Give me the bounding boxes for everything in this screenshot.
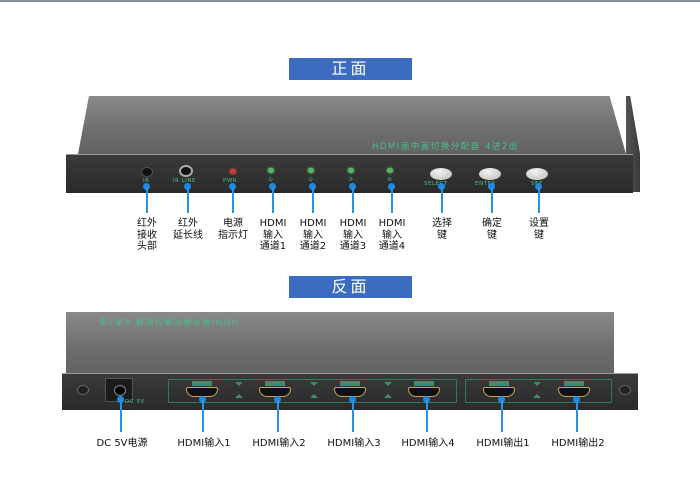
front-brand-text: HDMI画中画切换分配器 4进2出 <box>372 142 519 152</box>
front-view-title: 正面 <box>289 58 412 80</box>
ch2-face-label: ② <box>308 177 314 183</box>
callout-line <box>441 187 443 213</box>
ch4-face-label: ④ <box>387 177 393 183</box>
callout-line <box>202 400 204 432</box>
callout-line <box>272 187 274 213</box>
back-view-title: 反面 <box>289 276 412 298</box>
callout-line <box>312 187 314 213</box>
callout-line <box>120 400 122 432</box>
channel3-led-icon <box>348 168 354 173</box>
callout-dot <box>184 183 191 190</box>
pwr-face-label: PWR <box>223 178 238 184</box>
port-tag-output2 <box>564 381 584 386</box>
callout-line <box>146 187 148 213</box>
callout-dot <box>143 183 150 190</box>
callout-dot <box>229 183 236 190</box>
callout-hdmi-input-3: HDMI输入3 <box>327 438 381 449</box>
channel4-led-icon <box>387 168 393 173</box>
arrow-up-icon <box>310 394 318 398</box>
back-brand-text-mirrored: HDMI画中画切换分配器 4进2出 <box>98 317 238 326</box>
callout-hdmi-input-1: HDMI输入1 <box>177 438 231 449</box>
callout-dot <box>388 183 395 190</box>
port-tag-output1 <box>489 381 509 386</box>
callout-line <box>391 187 393 213</box>
callout-line <box>501 400 503 432</box>
callout-hdmi-input-2: HDMI输入2 <box>252 438 306 449</box>
callout-enter-key: 确定 键 <box>482 218 502 241</box>
output-ports-frame <box>465 379 612 403</box>
port-tag-input3 <box>340 381 360 386</box>
callout-hdmi-output-1: HDMI输出1 <box>476 438 530 449</box>
input-ports-frame <box>168 379 457 403</box>
arrow-up-icon <box>235 394 243 398</box>
callout-hdmi-channel-1: HDMI 输入 通道1 <box>259 218 287 252</box>
port-tag-input4 <box>414 381 434 386</box>
callout-line <box>352 400 354 432</box>
ch3-face-label: ③ <box>348 177 354 183</box>
callout-line <box>426 400 428 432</box>
port-tag-input2 <box>265 381 285 386</box>
back-device-top-cover <box>66 312 614 374</box>
callout-dot <box>349 183 356 190</box>
callout-line <box>538 187 540 213</box>
callout-hdmi-channel-4: HDMI 输入 通道4 <box>378 218 406 252</box>
callout-ir-extension: 红外 延长线 <box>173 218 203 241</box>
callout-dc-power: DC 5V电源 <box>96 438 148 449</box>
callout-line <box>491 187 493 213</box>
ch1-face-label: ① <box>268 177 274 183</box>
callout-dot <box>117 396 124 403</box>
port-tag-input1 <box>192 381 212 386</box>
callout-line <box>232 187 234 213</box>
callout-dot <box>573 396 580 403</box>
callout-dot <box>349 396 356 403</box>
callout-line <box>277 400 279 432</box>
callout-hdmi-input-4: HDMI输入4 <box>401 438 455 449</box>
callout-dot <box>269 183 276 190</box>
screw-left-icon <box>77 385 89 395</box>
ir-receiver-icon <box>141 167 153 177</box>
set-button[interactable] <box>526 168 548 180</box>
enter-button[interactable] <box>479 168 501 180</box>
callout-hdmi-channel-3: HDMI 输入 通道3 <box>339 218 367 252</box>
callout-hdmi-output-2: HDMI输出2 <box>551 438 605 449</box>
callout-set-key: 设置 键 <box>529 218 549 241</box>
callout-line <box>576 400 578 432</box>
callout-dot <box>498 396 505 403</box>
callout-dot <box>199 396 206 403</box>
ir-line-jack-icon <box>179 165 193 177</box>
arrow-down-icon <box>310 382 318 386</box>
top-border <box>0 0 700 2</box>
arrow-down-icon <box>384 382 392 386</box>
callout-ir-receiver: 红外 接收 头部 <box>137 218 157 252</box>
callout-dot <box>438 183 445 190</box>
power-led-icon <box>230 169 236 174</box>
callout-dot <box>423 396 430 403</box>
arrow-down-icon <box>235 382 243 386</box>
front-device-top-cover <box>78 96 626 154</box>
arrow-up-icon <box>384 394 392 398</box>
callout-line <box>352 187 354 213</box>
callout-power-indicator: 电源 指示灯 <box>218 218 248 241</box>
callout-line <box>187 187 189 213</box>
enter-face-label: ENTER <box>475 181 496 187</box>
select-button[interactable] <box>430 168 452 180</box>
callout-dot <box>309 183 316 190</box>
ir-line-face-label: IR LINE <box>173 178 196 184</box>
arrow-down-icon <box>533 382 541 386</box>
callout-select-key: 选择 键 <box>432 218 452 241</box>
channel2-led-icon <box>308 168 314 173</box>
select-face-label: SELECT <box>424 181 448 187</box>
callout-dot <box>535 183 542 190</box>
screw-right-icon <box>619 385 631 395</box>
ir-face-label: IR <box>143 178 150 184</box>
channel1-led-icon <box>268 168 274 173</box>
arrow-up-icon <box>533 394 541 398</box>
dc-face-label: DC 5V <box>125 399 145 405</box>
callout-dot <box>274 396 281 403</box>
callout-dot <box>488 183 495 190</box>
callout-hdmi-channel-2: HDMI 输入 通道2 <box>299 218 327 252</box>
